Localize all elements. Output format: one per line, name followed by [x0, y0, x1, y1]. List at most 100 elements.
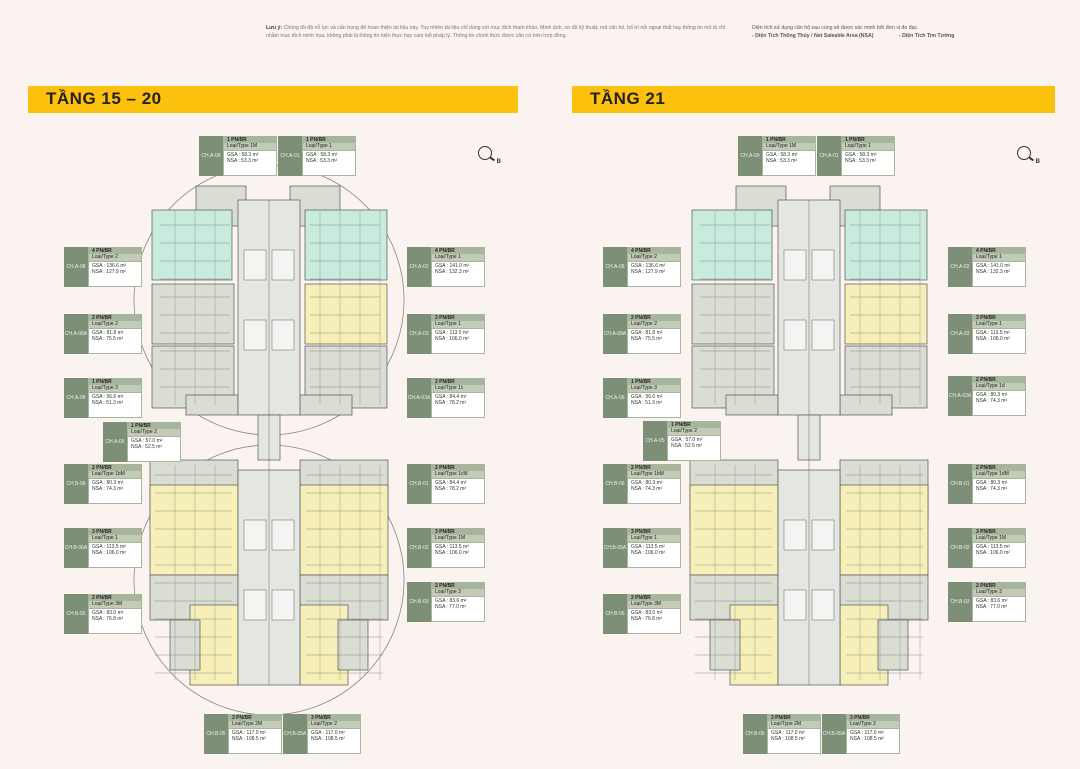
unit-gsa: GSA : 80.3 m²: [976, 391, 1008, 398]
area-note-nsa: - Diện Tích Thông Thủy / Net Saleable Ar…: [752, 33, 874, 39]
unit-nsa: NSA : 106.0 m²: [435, 550, 469, 557]
core-shaft: [811, 319, 835, 351]
unit-bedrooms: 1 PN/BR: [668, 422, 720, 429]
unit-gsa: GSA : 113.5 m²: [976, 543, 1010, 550]
unit-gsa: GSA : 83.0 m²: [631, 609, 663, 616]
unit-code: CH.A-03: [948, 314, 972, 354]
unit-code: CH.B-06: [64, 464, 88, 504]
unit-block: [725, 394, 779, 416]
unit-nsa: NSA : 75.5 m²: [92, 336, 124, 343]
unit-block: [299, 484, 389, 576]
disclaimer-text: Chúng tôi đã nỗ lực và cẩn trọng để hoàn…: [266, 25, 726, 39]
area-note: Diện tích sử dụng căn hộ sau cùng sẽ đượ…: [752, 24, 1052, 40]
unit-type: Loại/Type 1c: [432, 385, 484, 393]
unit-bedrooms: 1 PN/BR: [89, 379, 141, 386]
area-note-line1: Diện tích sử dụng căn hộ sau cùng sẽ đượ…: [752, 25, 919, 31]
unit-bedrooms: 2 PN/BR: [628, 465, 680, 472]
unit-bedrooms: 2 PN/BR: [89, 465, 141, 472]
floor-title-left: TẦNG 15 – 20: [46, 89, 162, 108]
unit-type: Loại/Type 2M: [768, 721, 820, 729]
unit-nsa: NSA : 106.0 m²: [92, 550, 126, 557]
unit-bedrooms: 1 PN/BR: [842, 137, 894, 144]
unit-code: CH.B-02: [407, 528, 431, 568]
unit-code: CH.B-05A: [283, 714, 307, 754]
unit-gsa: GSA : 83.0 m²: [92, 609, 124, 616]
unit-bedrooms: 4 PN/BR: [432, 248, 484, 255]
core-shaft: [783, 249, 807, 281]
unit-block: [304, 209, 388, 281]
unit-gsa: GSA : 117.0 m²: [850, 729, 884, 736]
north-compass-icon: B: [478, 146, 501, 165]
unit-code: CH.A-09: [199, 136, 223, 176]
unit-nsa: NSA : 77.0 m²: [435, 604, 467, 611]
unit-code: CH.A-03A: [407, 378, 431, 418]
unit-nsa: NSA : 53.3 m²: [845, 158, 877, 165]
floor-plan-left: [133, 164, 405, 716]
core-shaft: [783, 319, 807, 351]
unit-block: [877, 619, 909, 671]
unit-block: [839, 484, 929, 576]
unit-type: Loại/Type 1dM: [973, 471, 1025, 479]
core-shaft: [811, 249, 835, 281]
unit-gsa: GSA : 113.5 m²: [631, 543, 665, 550]
unit-nsa: NSA : 106.0 m²: [631, 550, 665, 557]
unit-nsa: NSA : 53.3 m²: [306, 158, 338, 165]
unit-block: [691, 283, 775, 345]
unit-block: [151, 283, 235, 345]
unit-code: CH.B-06: [603, 594, 627, 634]
unit-code: CH.B-06: [603, 464, 627, 504]
unit-code: CH.B-06A: [64, 528, 88, 568]
unit-type: Loại/Type 3: [432, 589, 484, 597]
unit-gsa: GSA : 141.0 m²: [435, 262, 470, 269]
unit-nsa: NSA : 52.5 m²: [131, 444, 163, 451]
unit-type: Loại/Type 1: [628, 535, 680, 543]
unit-gsa: GSA : 113.5 m²: [435, 543, 469, 550]
unit-gsa: GSA : 117.0 m²: [771, 729, 805, 736]
unit-type: Loại/Type 2: [847, 721, 899, 729]
